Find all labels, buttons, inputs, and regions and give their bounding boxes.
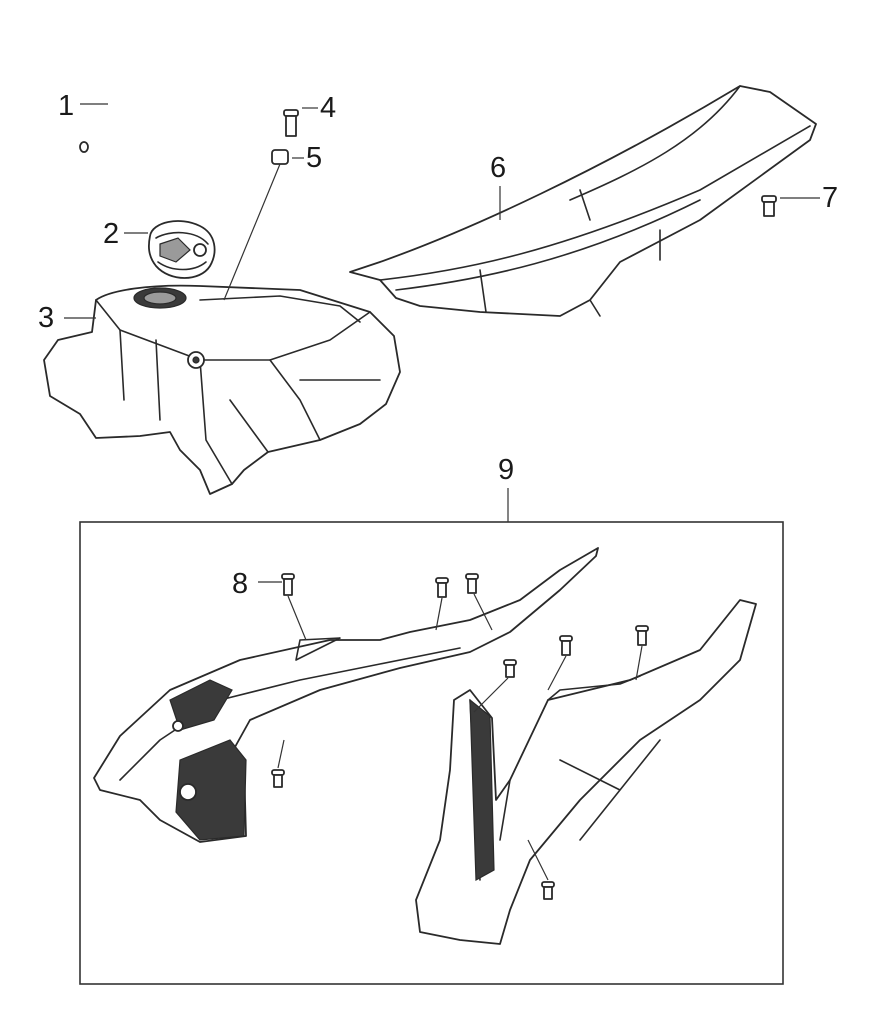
grommet bbox=[271, 149, 289, 165]
shroud-screw bbox=[281, 573, 307, 641]
callout-3: 3 bbox=[38, 302, 55, 334]
shroud-screw bbox=[547, 635, 573, 691]
callout-8: 8 bbox=[232, 568, 249, 600]
callout-7: 7 bbox=[822, 182, 839, 214]
callout-4: 4 bbox=[320, 92, 337, 124]
callout-6: 6 bbox=[490, 152, 507, 184]
fuel-cap bbox=[148, 220, 216, 279]
shroud-screw bbox=[635, 625, 649, 681]
callout-9: 9 bbox=[498, 454, 515, 486]
right-shroud bbox=[415, 599, 757, 945]
fuel-tank bbox=[43, 284, 401, 495]
callout-1: 1 bbox=[58, 90, 75, 122]
shroud-screw bbox=[271, 739, 285, 788]
shroud-screw bbox=[435, 577, 449, 631]
breather-hose bbox=[79, 74, 195, 195]
callout-2: 2 bbox=[103, 218, 120, 250]
shroud-screw bbox=[527, 839, 555, 900]
seat-bolt bbox=[761, 195, 777, 217]
callout-5: 5 bbox=[306, 142, 323, 174]
seat bbox=[349, 85, 817, 317]
shroud-screw bbox=[465, 573, 493, 631]
shroud-screw bbox=[473, 659, 517, 713]
cap-screw bbox=[283, 109, 299, 137]
left-shroud bbox=[93, 547, 599, 843]
kit-frame bbox=[79, 521, 784, 985]
